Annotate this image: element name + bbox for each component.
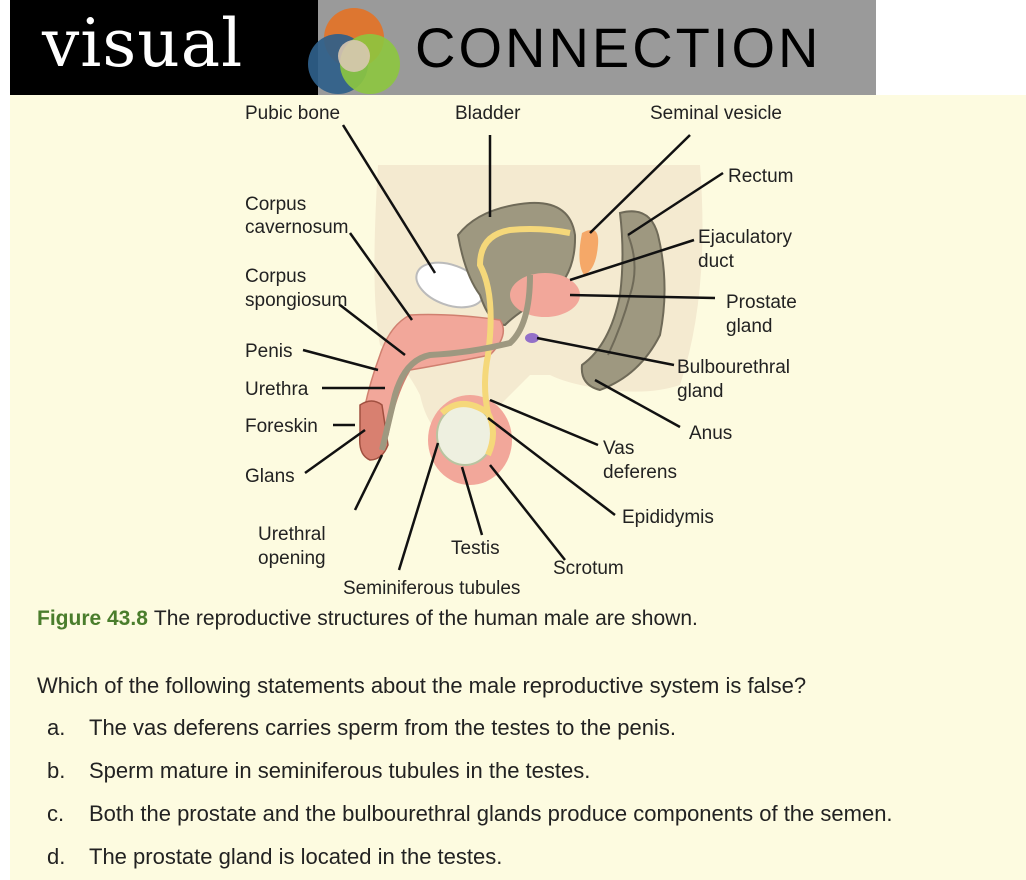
label-foreskin: Foreskin <box>245 416 318 437</box>
question-prompt: Which of the following statements about … <box>37 673 806 699</box>
label-penis: Penis <box>245 341 293 362</box>
option-c: c. Both the prostate and the bulbourethr… <box>10 801 1026 831</box>
option-a-text: The vas deferens carries sperm from the … <box>89 715 676 741</box>
label-seminiferous-tubules: Seminiferous tubules <box>343 578 520 595</box>
banner-visual-word: visual <box>42 0 243 91</box>
figure-panel: Pubic bone Bladder Seminal vesicle Rectu… <box>10 95 1026 880</box>
option-c-text: Both the prostate and the bulbourethral … <box>89 801 893 827</box>
bulbourethral-shape <box>525 333 539 343</box>
label-seminal-vesicle: Seminal vesicle <box>650 103 782 124</box>
option-b-text: Sperm mature in seminiferous tubules in … <box>89 758 590 784</box>
label-corpus-cavernosum-2: cavernosum <box>245 217 349 238</box>
label-urethral-opening-2: opening <box>258 548 326 569</box>
label-vas-deferens-1: Vas <box>603 438 634 459</box>
label-rectum: Rectum <box>728 166 793 187</box>
option-d-text: The prostate gland is located in the tes… <box>89 844 502 870</box>
label-prostate-gland-1: Prostate <box>726 292 797 313</box>
label-bulbourethral-gland-1: Bulbourethral <box>677 357 790 378</box>
option-b: b. Sperm mature in seminiferous tubules … <box>10 758 1026 788</box>
label-corpus-spongiosum-2: spongiosum <box>245 290 347 311</box>
label-ejaculatory-duct-2: duct <box>698 251 735 272</box>
option-c-letter: c. <box>47 801 64 827</box>
figure-caption-text: The reproductive structures of the human… <box>154 607 698 630</box>
label-urethra: Urethra <box>245 379 309 400</box>
prostate-shape <box>510 273 580 317</box>
visual-connection-banner: visual CONNECTION <box>10 0 876 95</box>
label-epididymis: Epididymis <box>622 507 714 528</box>
label-corpus-cavernosum-1: Corpus <box>245 194 306 215</box>
option-b-letter: b. <box>47 758 65 784</box>
option-a: a. The vas deferens carries sperm from t… <box>10 715 1026 745</box>
venn-logo-icon <box>298 4 408 96</box>
label-bladder: Bladder <box>455 103 521 124</box>
label-testis: Testis <box>451 538 500 559</box>
label-corpus-spongiosum-1: Corpus <box>245 266 306 287</box>
label-pubic-bone: Pubic bone <box>245 103 340 124</box>
banner-connection-word: CONNECTION <box>415 0 821 95</box>
label-anus: Anus <box>689 423 732 444</box>
label-urethral-opening-1: Urethral <box>258 524 326 545</box>
figure-number: Figure 43.8 <box>37 607 148 630</box>
option-d-letter: d. <box>47 844 65 870</box>
label-prostate-gland-2: gland <box>726 316 773 337</box>
label-ejaculatory-duct-1: Ejaculatory <box>698 227 792 248</box>
option-a-letter: a. <box>47 715 65 741</box>
label-bulbourethral-gland-2: gland <box>677 381 724 402</box>
male-reproductive-diagram: Pubic bone Bladder Seminal vesicle Rectu… <box>10 95 1026 595</box>
option-d: d. The prostate gland is located in the … <box>10 844 1026 874</box>
figure-caption: Figure 43.8 The reproductive structures o… <box>37 607 698 631</box>
label-scrotum: Scrotum <box>553 558 624 579</box>
label-glans: Glans <box>245 466 295 487</box>
label-vas-deferens-2: deferens <box>603 462 677 483</box>
